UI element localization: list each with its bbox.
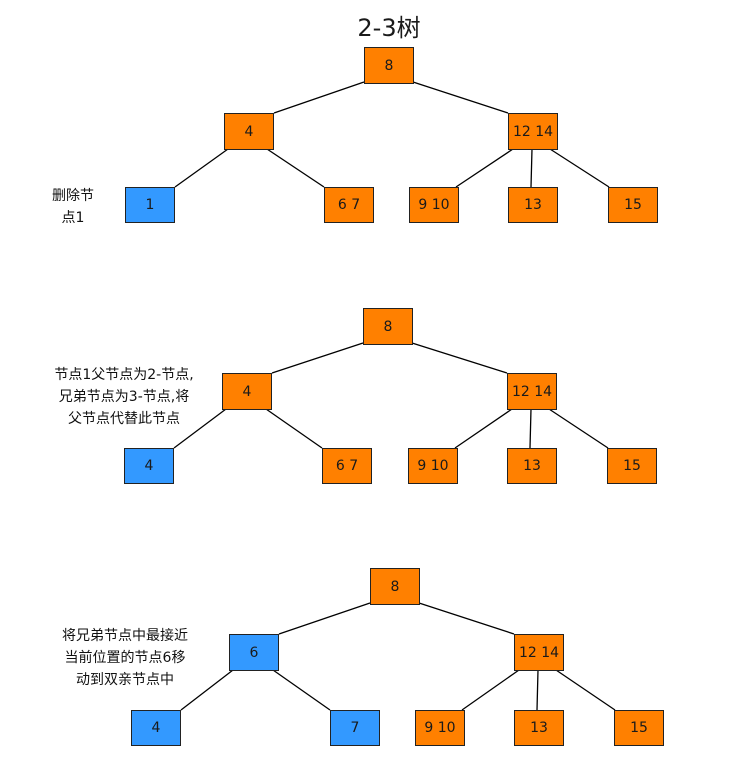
tree-edge-left-lr — [266, 148, 325, 188]
tree-node-right: 12 14 — [508, 113, 558, 150]
tree-node-r1: 9 10 — [409, 187, 459, 223]
tree-edge-left-lr — [265, 408, 323, 449]
tree-edge-root-left — [271, 342, 364, 374]
tree-edge-left-lr — [272, 669, 331, 711]
tree-node-r2: 13 — [508, 187, 558, 223]
tree-node-root: 8 — [363, 308, 413, 345]
tree-node-root: 8 — [370, 568, 420, 605]
step-note-line: 父节点代替此节点 — [68, 411, 180, 427]
tree-edge-right-r3 — [555, 669, 616, 711]
tree-node-r1: 9 10 — [415, 710, 465, 746]
tree-edge-root-right — [411, 342, 508, 374]
tree-node-ll: 1 — [125, 187, 175, 223]
tree-node-right: 12 14 — [507, 373, 557, 410]
tree-edge-root-left — [273, 81, 365, 114]
tree-node-left: 4 — [222, 373, 272, 410]
tree-edge-right-r2 — [529, 408, 532, 449]
tree-node-r1: 9 10 — [408, 448, 458, 484]
step-note-line: 动到双亲节点中 — [76, 672, 174, 688]
step-note-line: 删除节 — [52, 188, 94, 204]
tree-edge-left-ll — [180, 669, 234, 711]
tree-node-r2: 13 — [514, 710, 564, 746]
step-note-line: 将兄弟节点中最接近 — [62, 628, 188, 644]
step-note: 节点1父节点为2-节点, 兄弟节点为3-节点,将父节点代替此节点 — [26, 364, 222, 430]
tree-edge-root-left — [278, 602, 371, 635]
tree-edge-left-ll — [173, 408, 227, 449]
tree-edge-root-right — [418, 602, 515, 635]
tree-edge-root-right — [412, 81, 509, 114]
tree-node-lr: 7 — [330, 710, 380, 746]
tree-node-ll: 4 — [124, 448, 174, 484]
page-title: 2-3树 — [357, 14, 421, 42]
step-note-line: 节点1父节点为2-节点, — [54, 367, 194, 383]
tree-edges — [173, 81, 616, 711]
tree-edge-right-r3 — [549, 148, 610, 188]
tree-node-r3: 15 — [607, 448, 657, 484]
tree-edge-right-r1 — [454, 408, 513, 449]
tree-node-r3: 15 — [614, 710, 664, 746]
tree-edge-right-r2 — [536, 669, 539, 711]
tree-edge-right-r3 — [548, 408, 609, 449]
tree-edge-left-ll — [174, 148, 229, 188]
step-note: 删除节点1 — [40, 185, 106, 229]
step-note-line: 兄弟节点为3-节点,将 — [58, 389, 190, 405]
step-note-line: 当前位置的节点6移 — [64, 650, 186, 666]
tree-node-ll: 4 — [131, 710, 181, 746]
tree-node-right: 12 14 — [514, 634, 564, 671]
tree-edge-right-r1 — [461, 669, 520, 711]
tree-node-root: 8 — [364, 47, 414, 84]
step-note-line: 点1 — [61, 210, 85, 226]
tree-node-r3: 15 — [608, 187, 658, 223]
tree-node-r2: 13 — [507, 448, 557, 484]
tree-edge-right-r1 — [455, 148, 514, 188]
tree-node-left: 4 — [224, 113, 274, 150]
step-note: 将兄弟节点中最接近当前位置的节点6移动到双亲节点中 — [32, 625, 218, 691]
tree-node-lr: 6 7 — [324, 187, 374, 223]
tree-node-left: 6 — [229, 634, 279, 671]
tree-node-lr: 6 7 — [322, 448, 372, 484]
tree-edge-right-r2 — [530, 148, 533, 188]
